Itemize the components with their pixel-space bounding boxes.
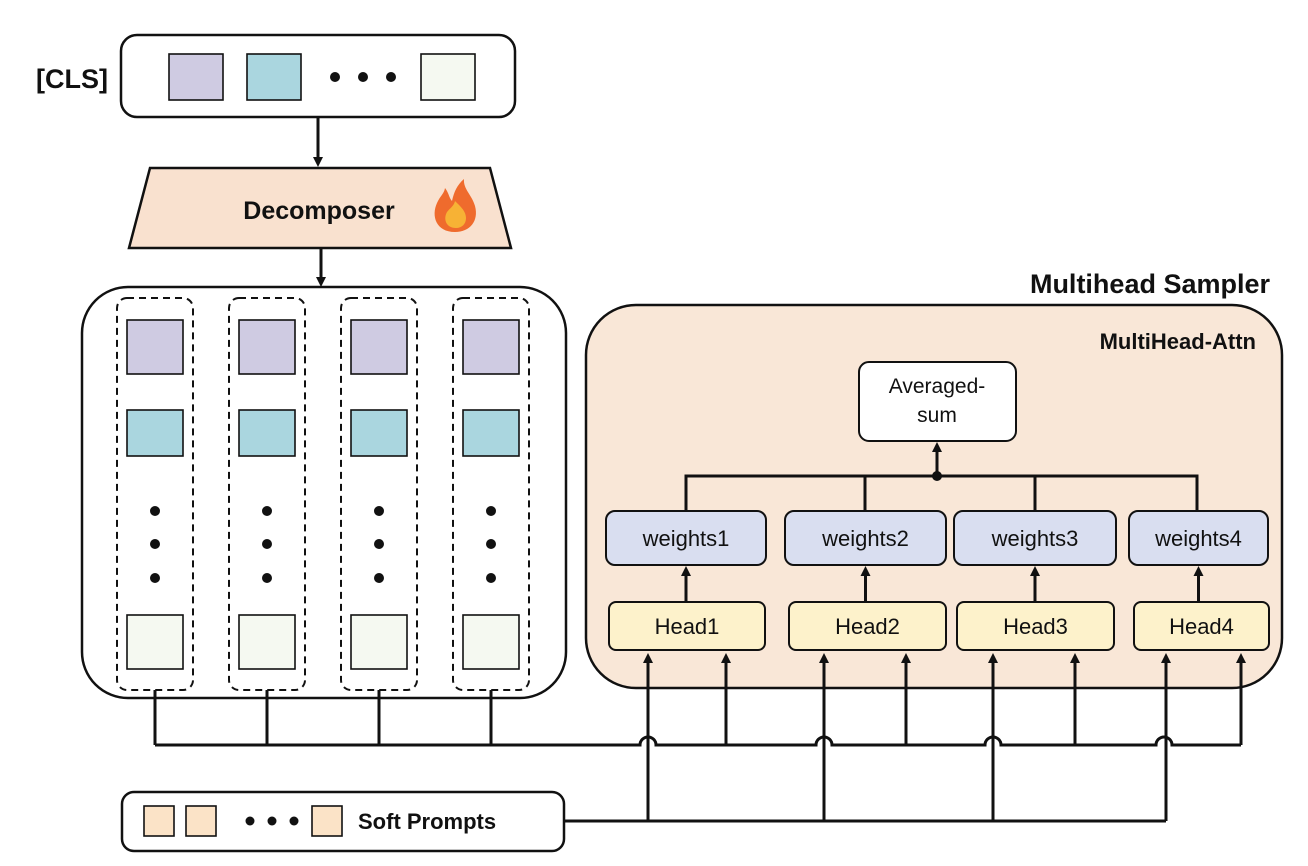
decomposed-columns — [116, 297, 530, 691]
token-purple — [126, 319, 184, 375]
dashed-group-outline — [228, 297, 306, 691]
ellipsis-icon — [330, 72, 396, 82]
multihead-attn-label: MultiHead-Attn — [1100, 329, 1256, 354]
column-bus-to-heads — [721, 653, 1246, 745]
token-white — [350, 614, 408, 670]
head-box — [788, 601, 947, 651]
token-purple — [238, 319, 296, 375]
token-blue — [350, 409, 408, 457]
multihead-sampler-block — [584, 303, 1284, 690]
head-label: Head4 — [1169, 614, 1234, 639]
dashed-group-outline — [452, 297, 530, 691]
ellipsis-icon — [150, 506, 160, 583]
column-bus — [153, 690, 1241, 747]
ellipsis-icon — [486, 506, 496, 583]
token-purple — [350, 319, 408, 375]
token-white — [462, 614, 520, 670]
weights-box — [953, 510, 1117, 566]
averaged-sum-label-line2: sum — [917, 404, 957, 427]
token-column-2 — [228, 297, 306, 691]
weights-box — [605, 510, 767, 566]
averaged-sum-box — [858, 361, 1017, 442]
token-column-3 — [340, 297, 418, 691]
head-label: Head2 — [835, 614, 900, 639]
token-purple — [462, 319, 520, 375]
cls-token-white — [420, 53, 476, 101]
ellipsis-icon — [262, 506, 272, 583]
weights-label: weights1 — [642, 526, 730, 551]
cls-token-blue — [246, 53, 302, 101]
dashed-group-outline — [340, 297, 418, 691]
weights-box — [784, 510, 947, 566]
token-blue — [238, 409, 296, 457]
token-blue — [126, 409, 184, 457]
averaged-sum-label-line1: Averaged- — [889, 375, 986, 398]
token-white — [238, 614, 296, 670]
ellipsis-icon — [245, 816, 299, 826]
decomposed-tokens-container — [80, 285, 568, 700]
decomposer-label: Decomposer — [243, 197, 395, 225]
head-label: Head3 — [1003, 614, 1068, 639]
token-white — [126, 614, 184, 670]
soft-prompt-token-1 — [143, 805, 175, 837]
multihead-sampler-title: Multihead Sampler — [1030, 269, 1271, 299]
weights-label: weights4 — [1154, 526, 1242, 551]
ellipsis-icon — [374, 506, 384, 583]
weights-label: weights3 — [991, 526, 1079, 551]
soft-prompts-bus — [564, 653, 1171, 823]
soft-prompts-label: Soft Prompts — [358, 809, 496, 834]
decomposer-block — [127, 166, 513, 250]
head-label: Head1 — [655, 614, 720, 639]
fire-icon — [434, 179, 476, 232]
head-box — [1133, 601, 1270, 651]
cls-label: [CLS] — [36, 64, 108, 94]
weights-box — [1128, 510, 1269, 566]
cls-token-purple — [168, 53, 224, 101]
dashed-group-outline — [116, 297, 194, 691]
weights-label: weights2 — [821, 526, 909, 551]
soft-prompt-token-3 — [311, 805, 343, 837]
token-column-4 — [452, 297, 530, 691]
token-column-1 — [116, 297, 194, 691]
soft-prompt-token-2 — [185, 805, 217, 837]
token-blue — [462, 409, 520, 457]
attention-heads: weights1Head1weights2Head2weights3Head3w… — [605, 510, 1270, 651]
